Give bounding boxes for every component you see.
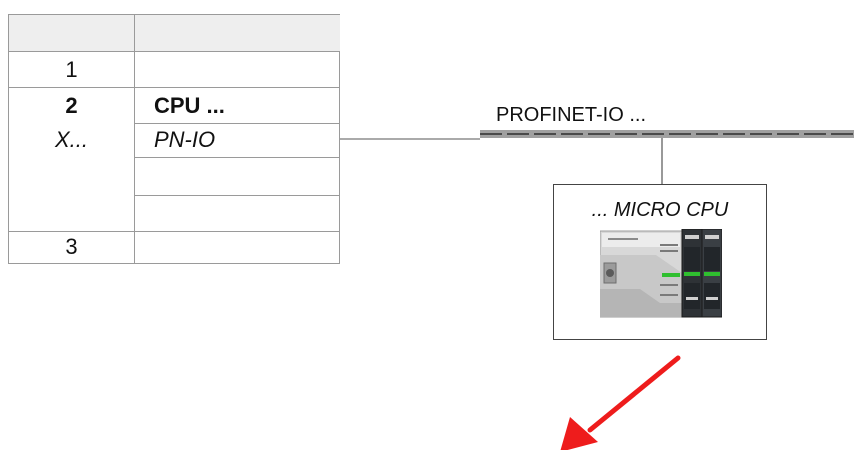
row-divider [135,123,340,124]
subslot-cell: X... [54,127,88,152]
table-header-slot [9,15,134,51]
submodule-cell: PN-IO [154,127,216,152]
row-divider [135,157,340,158]
row-divider [135,195,340,196]
profinet-bus[interactable] [480,130,854,138]
row-divider [9,231,340,232]
slot-table: 1 2 X... CPU ... PN-IO 3 [8,14,340,264]
device-micro-cpu[interactable]: ... MICRO CPU [553,184,767,340]
plc-cpu-module-icon [600,229,722,318]
module-name-cell: CPU ... [154,93,225,118]
row-divider [9,87,340,88]
row-divider [9,51,340,52]
slot-number-cell: 1 [65,57,78,82]
device-title: ... MICRO CPU [591,199,729,221]
red-arrow-down-left-icon [560,355,681,450]
profinet-network-label: PROFINET-IO ... [496,104,647,126]
slot-number-cell: 3 [65,234,78,259]
table-header-module [135,15,340,51]
slot-number-cell: 2 [65,93,78,118]
column-divider [134,15,135,264]
